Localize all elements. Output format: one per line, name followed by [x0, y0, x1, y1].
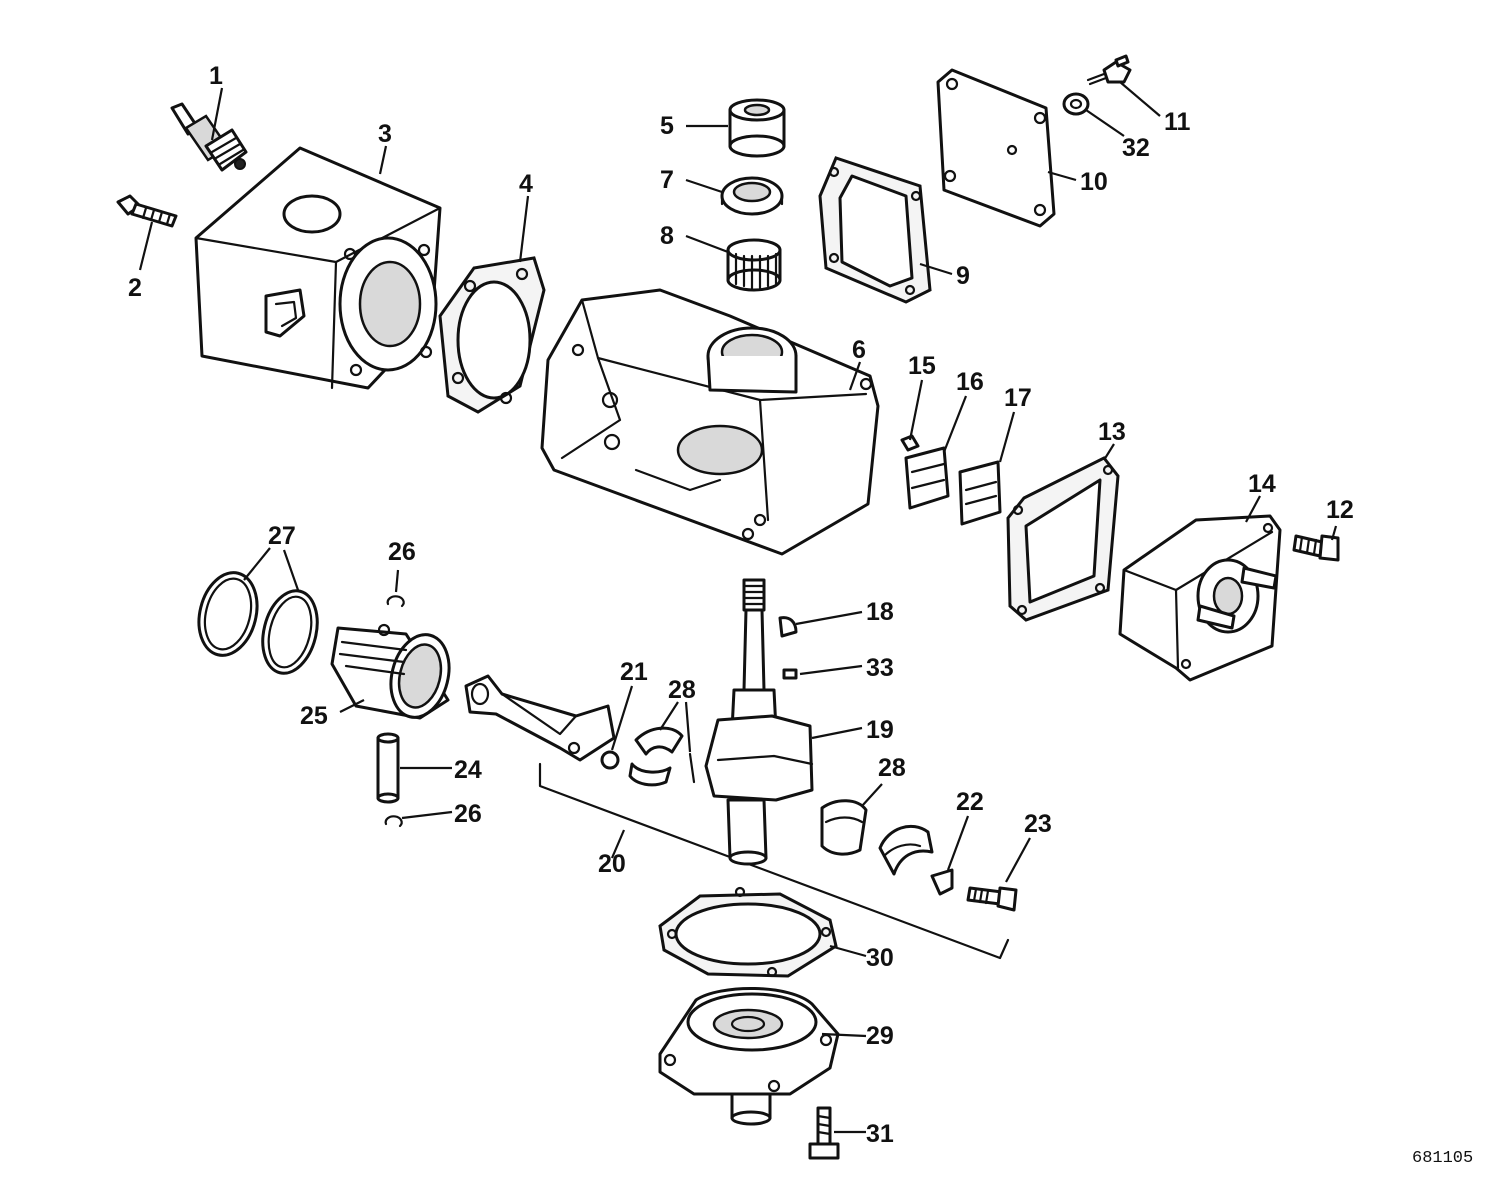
- piston-pin-clip-lower: [384, 815, 403, 828]
- bearing-housing: [658, 987, 840, 1126]
- callout-8: 8: [660, 222, 674, 250]
- small-key: [782, 668, 798, 680]
- callout-21: 21: [620, 658, 648, 686]
- rod-bearing-upper: [628, 726, 684, 787]
- bolt-2: [116, 194, 178, 228]
- callout-27: 27: [268, 522, 296, 550]
- crankshaft: [704, 578, 814, 866]
- cylinder-gasket: [438, 256, 546, 414]
- intake-gasket: [1006, 456, 1120, 622]
- needle-roller: [600, 750, 620, 770]
- callout-6: 6: [852, 336, 866, 364]
- cover-gasket: [818, 156, 932, 304]
- callout-13: 13: [1098, 418, 1126, 446]
- piston-rings: [197, 571, 319, 675]
- callout-22: 22: [956, 788, 984, 816]
- callout-30: 30: [866, 944, 894, 972]
- callout-24: 24: [454, 756, 482, 784]
- callout-20: 20: [598, 850, 626, 878]
- callout-12: 12: [1326, 496, 1354, 524]
- main-bearing-half-1: [820, 799, 868, 856]
- callout-4: 4: [519, 170, 533, 198]
- callout-9: 9: [956, 262, 970, 290]
- needle-bearing: [726, 238, 782, 292]
- callout-18: 18: [866, 598, 894, 626]
- callout-33: 33: [866, 654, 894, 682]
- callout-26-upper: 26: [388, 538, 416, 566]
- bearing-pin: [688, 752, 696, 784]
- callout-7: 7: [660, 166, 674, 194]
- cover-plate: [936, 68, 1056, 228]
- intake-manifold: [1118, 514, 1282, 682]
- reed-valve: [958, 460, 1002, 526]
- callout-labels: 1 2 3 4 5 6 7 8 9 10 11 12 13 14 15 16 1…: [128, 62, 1354, 1148]
- callout-10: 10: [1080, 168, 1108, 196]
- callout-25: 25: [300, 702, 328, 730]
- piston: [330, 623, 451, 720]
- reed-screw: [900, 434, 920, 452]
- piston-pin-clip-upper: [386, 595, 405, 608]
- spark-plug: [170, 102, 248, 172]
- washer-32: [1062, 92, 1090, 116]
- callout-3: 3: [378, 120, 392, 148]
- callout-16: 16: [956, 368, 984, 396]
- wrist-pin: [376, 732, 400, 804]
- callout-17: 17: [1004, 384, 1032, 412]
- leader-lines: [138, 81, 1338, 1134]
- screw-11: [1086, 54, 1132, 86]
- seal: [728, 98, 786, 158]
- callout-14: 14: [1248, 470, 1276, 498]
- callout-32: 32: [1122, 134, 1150, 162]
- callout-31: 31: [866, 1120, 894, 1148]
- callout-15: 15: [908, 352, 936, 380]
- reed-stop: [904, 446, 950, 510]
- retainer: [930, 868, 954, 896]
- callout-19: 19: [866, 716, 894, 744]
- cylinder-block: [194, 146, 442, 390]
- callout-28-upper: 28: [668, 676, 696, 704]
- callout-1: 1: [209, 62, 223, 90]
- woodruff-key: [778, 616, 798, 638]
- callout-23: 23: [1024, 810, 1052, 838]
- crank-assembly-bracket: [538, 762, 1010, 960]
- callout-28-lower: 28: [878, 754, 906, 782]
- crankcase: [540, 288, 880, 556]
- bottom-gasket: [658, 886, 838, 978]
- callout-2: 2: [128, 274, 142, 302]
- callout-29: 29: [866, 1022, 894, 1050]
- connecting-rod: [464, 674, 616, 762]
- callout-11: 11: [1164, 108, 1191, 136]
- main-bearing-half-2: [878, 824, 934, 876]
- bolt-31: [808, 1106, 840, 1160]
- ball-bearing: [720, 176, 784, 216]
- bolt-23: [966, 886, 1018, 912]
- callout-5: 5: [660, 112, 674, 140]
- figure-code: 681105: [1412, 1149, 1473, 1168]
- callout-26-lower: 26: [454, 800, 482, 828]
